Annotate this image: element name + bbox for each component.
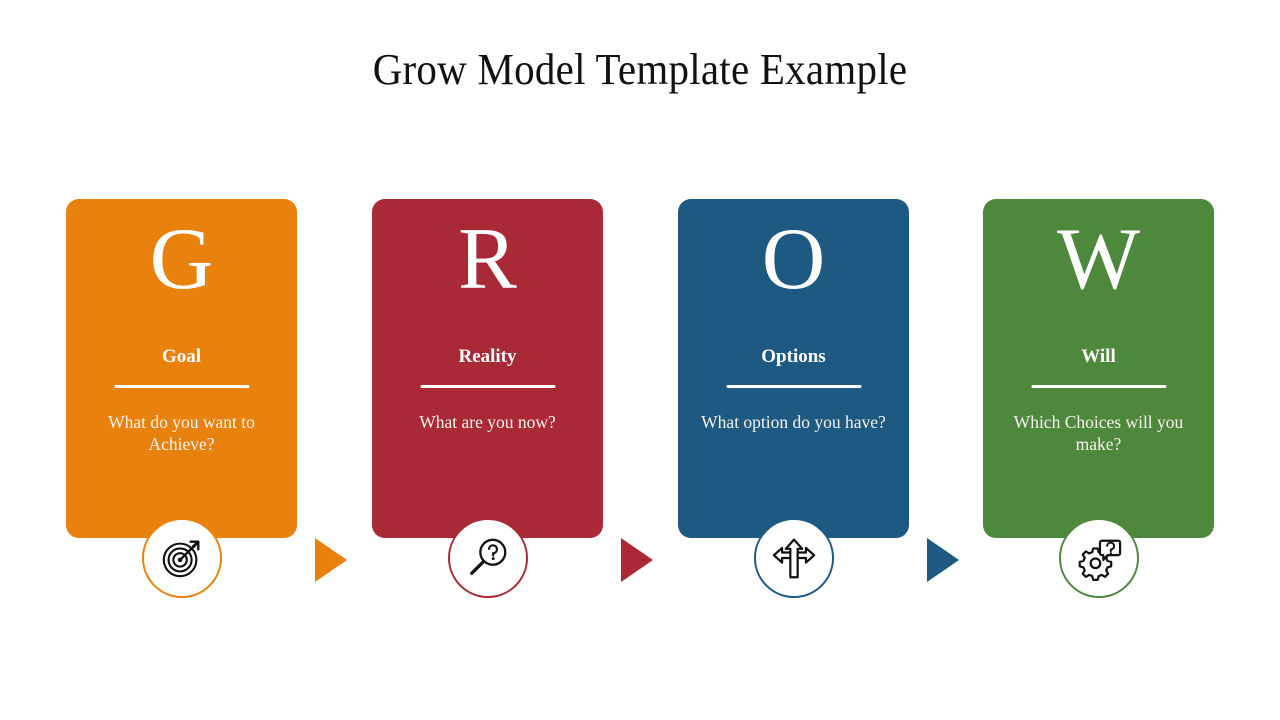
card-goal-body[interactable]: G Goal What do you want to Achieve?: [66, 199, 297, 538]
card-will-letter: W: [1056, 211, 1141, 308]
card-will-divider: [1031, 385, 1166, 388]
card-options-title: Options: [761, 346, 826, 367]
card-options-divider: [726, 385, 861, 388]
card-reality-letter: R: [458, 211, 517, 308]
arrow-reality-to-options: [621, 538, 653, 582]
card-will-title: Will: [1081, 346, 1116, 367]
card-reality-divider: [420, 385, 555, 388]
card-goal-title: Goal: [161, 346, 202, 367]
card-will-icon-badge: [1058, 518, 1139, 598]
card-goal-icon-badge: [141, 518, 222, 598]
card-goal-divider: [114, 385, 249, 388]
card-reality-icon-badge: [447, 518, 528, 598]
grow-model-cards: G Goal What do you want to Achieve?: [0, 199, 1280, 619]
page-title: Grow Model Template Example: [372, 45, 908, 94]
card-options-letter: O: [761, 211, 826, 308]
gear-question-icon: [1076, 535, 1122, 581]
magnifier-question-icon: [465, 535, 511, 581]
card-will-description: Which Choices will you make?: [1013, 412, 1184, 454]
card-options-body[interactable]: O Options What option do you have?: [678, 199, 909, 538]
card-options[interactable]: O Options What option do you have?: [678, 199, 909, 619]
three-way-arrows-icon: [772, 536, 816, 580]
card-reality[interactable]: R Reality What are you now?: [372, 199, 603, 619]
card-goal[interactable]: G Goal What do you want to Achieve?: [66, 199, 297, 619]
arrow-goal-to-reality: [315, 538, 347, 582]
arrow-options-to-will: [927, 538, 959, 582]
card-reality-description: What are you now?: [419, 412, 556, 432]
target-icon: [159, 535, 205, 581]
card-goal-letter: G: [149, 211, 214, 308]
card-options-icon-badge: [753, 518, 834, 598]
card-reality-title: Reality: [458, 346, 517, 367]
card-options-description: What option do you have?: [701, 412, 886, 432]
card-goal-description: What do you want to Achieve?: [108, 412, 255, 454]
card-will[interactable]: W Will Which Choices will you make?: [983, 199, 1214, 619]
card-will-body[interactable]: W Will Which Choices will you make?: [983, 199, 1214, 538]
card-reality-body[interactable]: R Reality What are you now?: [372, 199, 603, 538]
